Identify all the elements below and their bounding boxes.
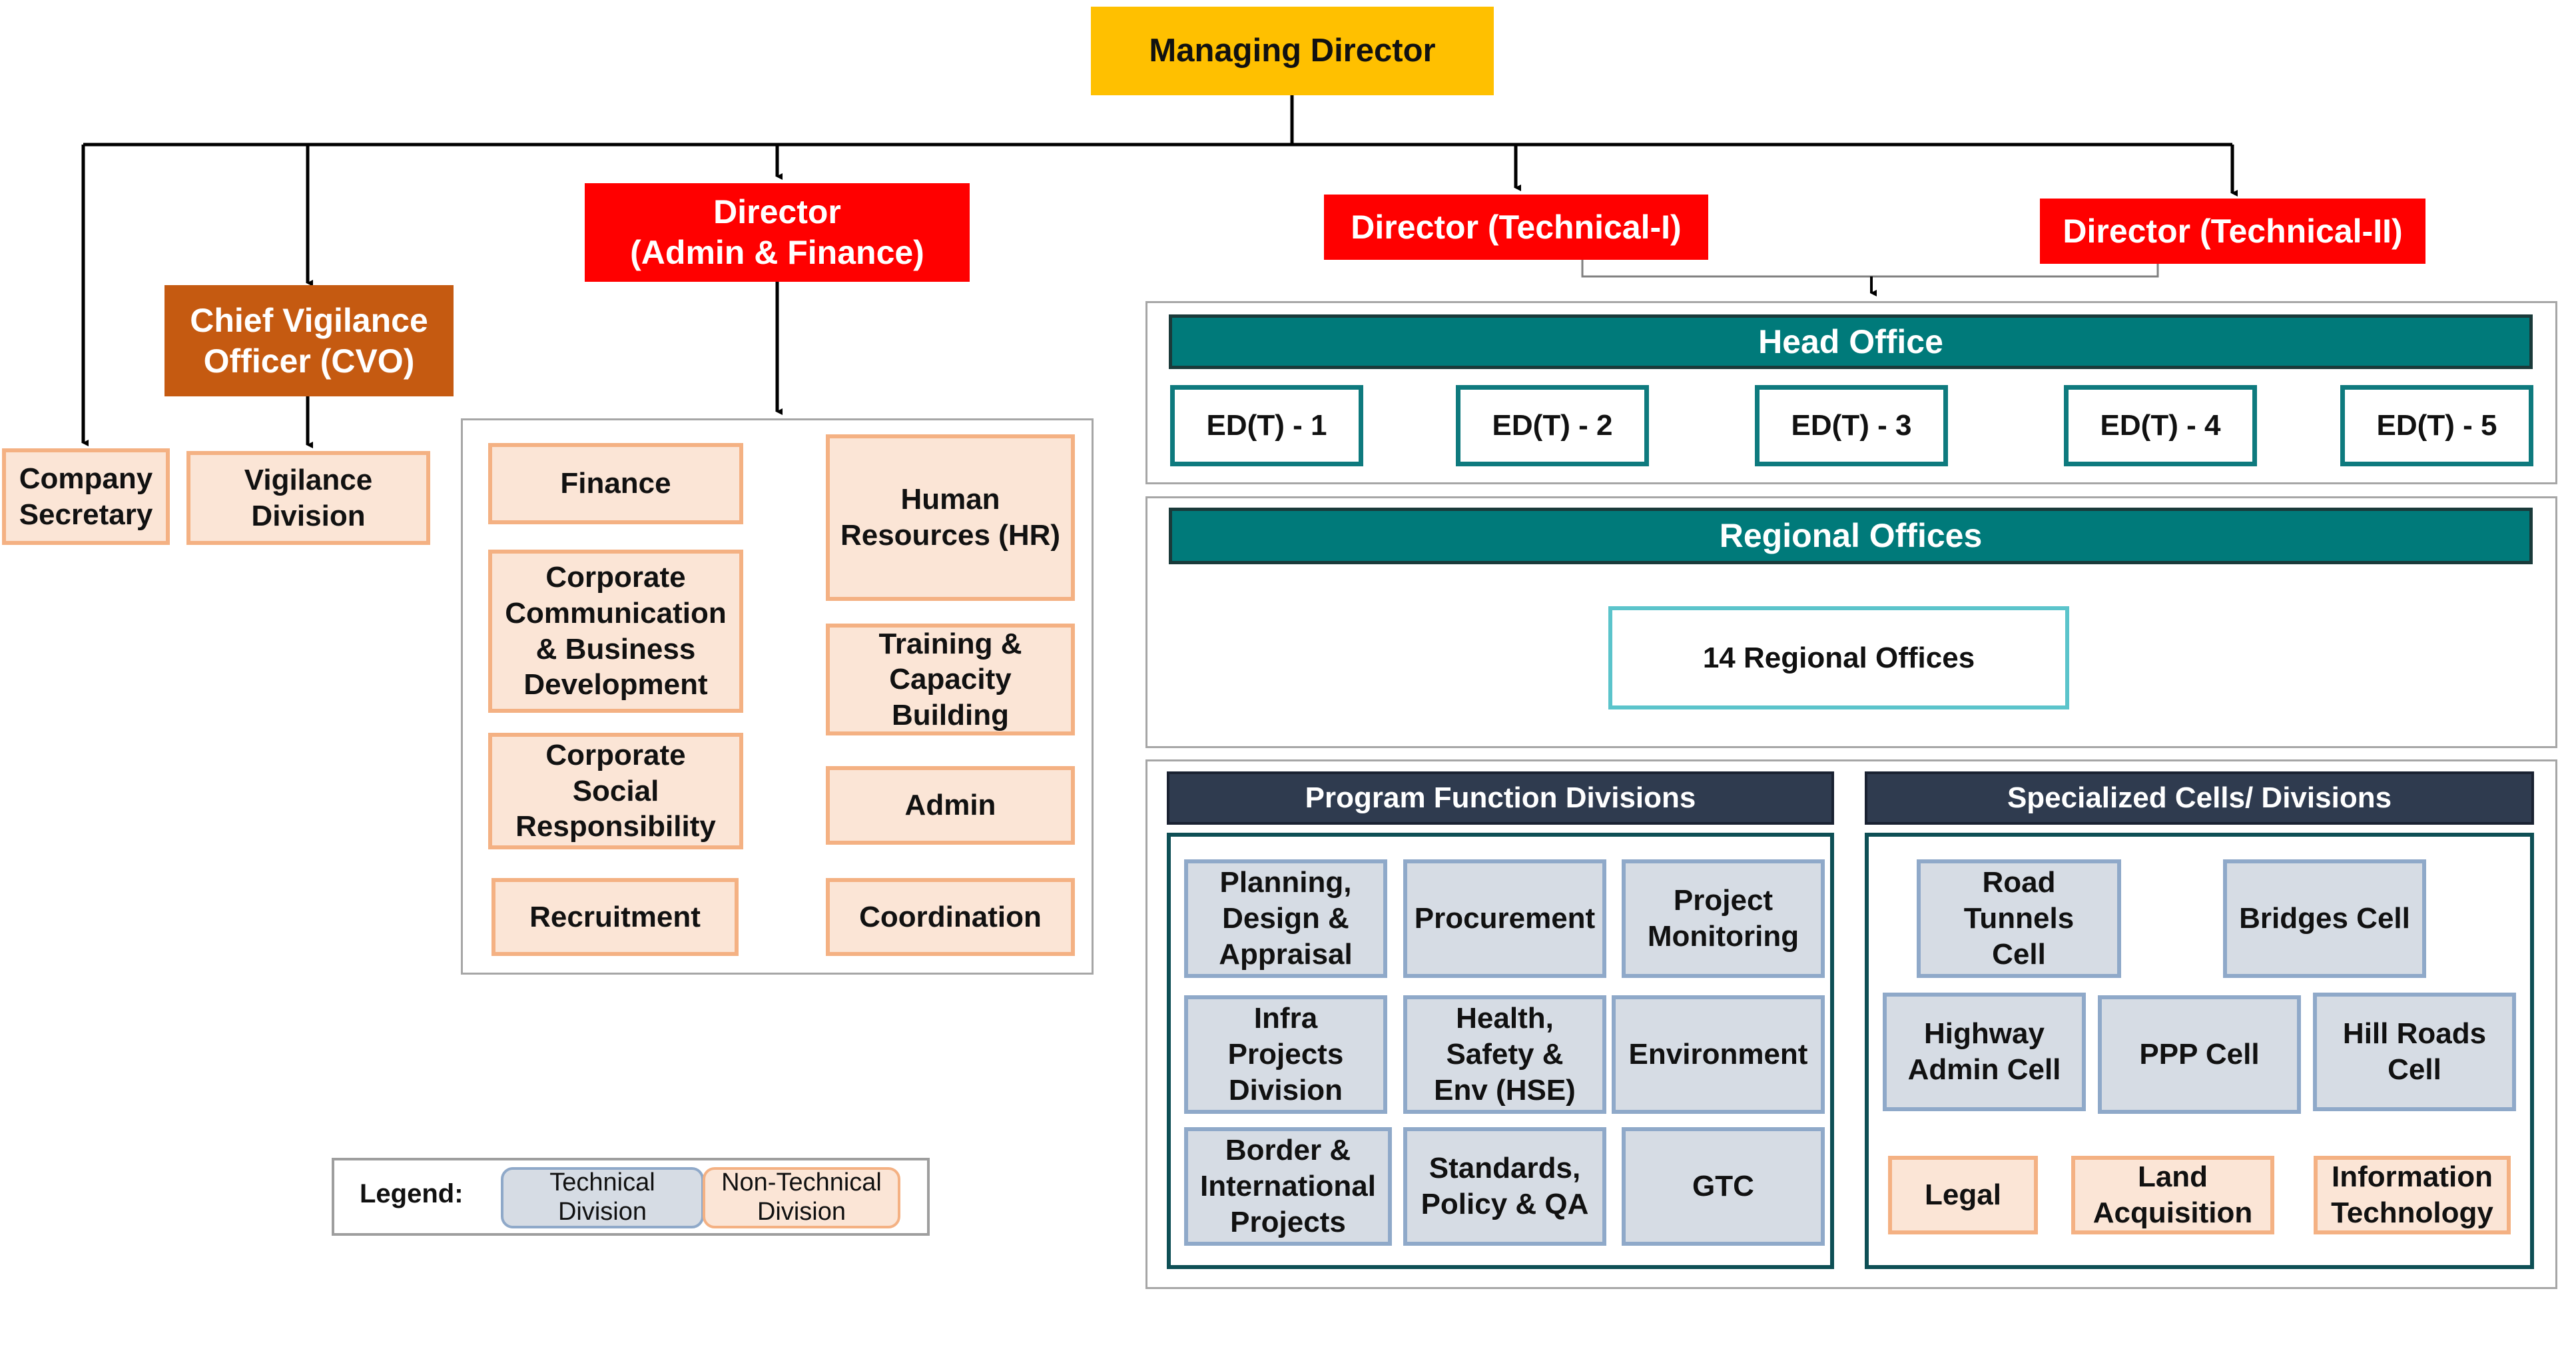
cvo-box: Chief Vigilance Officer (CVO) <box>164 285 454 396</box>
regional-offices-header: Regional Offices <box>1169 508 2533 564</box>
ed-t-3-box: ED(T) - 3 <box>1755 385 1948 466</box>
admin-box: Admin <box>826 766 1075 845</box>
border-international-projects-box: Border & International Projects <box>1184 1127 1392 1246</box>
ed-t-2-box: ED(T) - 2 <box>1456 385 1649 466</box>
gtc-box: GTC <box>1622 1127 1825 1246</box>
procurement-box: Procurement <box>1403 859 1606 978</box>
information-technology-box: Information Technology <box>2314 1156 2511 1234</box>
bridges-cell-box: Bridges Cell <box>2223 859 2426 978</box>
road-tunnels-cell-box: Road Tunnels Cell <box>1917 859 2121 978</box>
ed-t-4-box: ED(T) - 4 <box>2064 385 2257 466</box>
legend-non-technical-swatch: Non-Technical Division <box>703 1167 900 1228</box>
vigilance-division-box: Vigilance Division <box>186 451 430 545</box>
legend-technical-swatch: Technical Division <box>501 1167 704 1228</box>
hse-box: Health, Safety & Env (HSE) <box>1403 995 1606 1114</box>
coordination-box: Coordination <box>826 878 1075 956</box>
company-secretary-box: Company Secretary <box>2 448 170 545</box>
csr-box: Corporate Social Responsibility <box>488 733 743 849</box>
managing-director-box: Managing Director <box>1091 7 1494 95</box>
infra-projects-division-box: Infra Projects Division <box>1184 995 1387 1114</box>
legend-label: Legend: <box>360 1179 464 1208</box>
standards-policy-qa-box: Standards, Policy & QA <box>1403 1127 1606 1246</box>
finance-box: Finance <box>488 443 743 524</box>
project-monitoring-box: Project Monitoring <box>1622 859 1825 978</box>
program-function-divisions-header: Program Function Divisions <box>1167 771 1834 825</box>
director-technical-2-box: Director (Technical-II) <box>2040 199 2425 264</box>
planning-design-appraisal-box: Planning, Design & Appraisal <box>1184 859 1387 978</box>
legal-box: Legal <box>1888 1156 2038 1234</box>
environment-box: Environment <box>1612 995 1825 1114</box>
ed-t-5-box: ED(T) - 5 <box>2340 385 2533 466</box>
corporate-communication-box: Corporate Communication & Business Devel… <box>488 550 743 713</box>
specialized-cells-header: Specialized Cells/ Divisions <box>1865 771 2534 825</box>
training-capacity-box: Training & Capacity Building <box>826 624 1075 735</box>
head-office-header: Head Office <box>1169 314 2533 369</box>
ppp-cell-box: PPP Cell <box>2098 995 2301 1114</box>
director-admin-finance-box: Director (Admin & Finance) <box>585 183 970 282</box>
land-acquisition-box: Land Acquisition <box>2071 1156 2274 1234</box>
highway-admin-cell-box: Highway Admin Cell <box>1883 993 2086 1111</box>
human-resources-box: Human Resources (HR) <box>826 434 1075 601</box>
recruitment-box: Recruitment <box>491 878 739 956</box>
regional-offices-count-box: 14 Regional Offices <box>1608 606 2069 709</box>
director-technical-1-box: Director (Technical-I) <box>1324 195 1708 260</box>
ed-t-1-box: ED(T) - 1 <box>1170 385 1363 466</box>
hill-roads-cell-box: Hill Roads Cell <box>2313 993 2516 1111</box>
